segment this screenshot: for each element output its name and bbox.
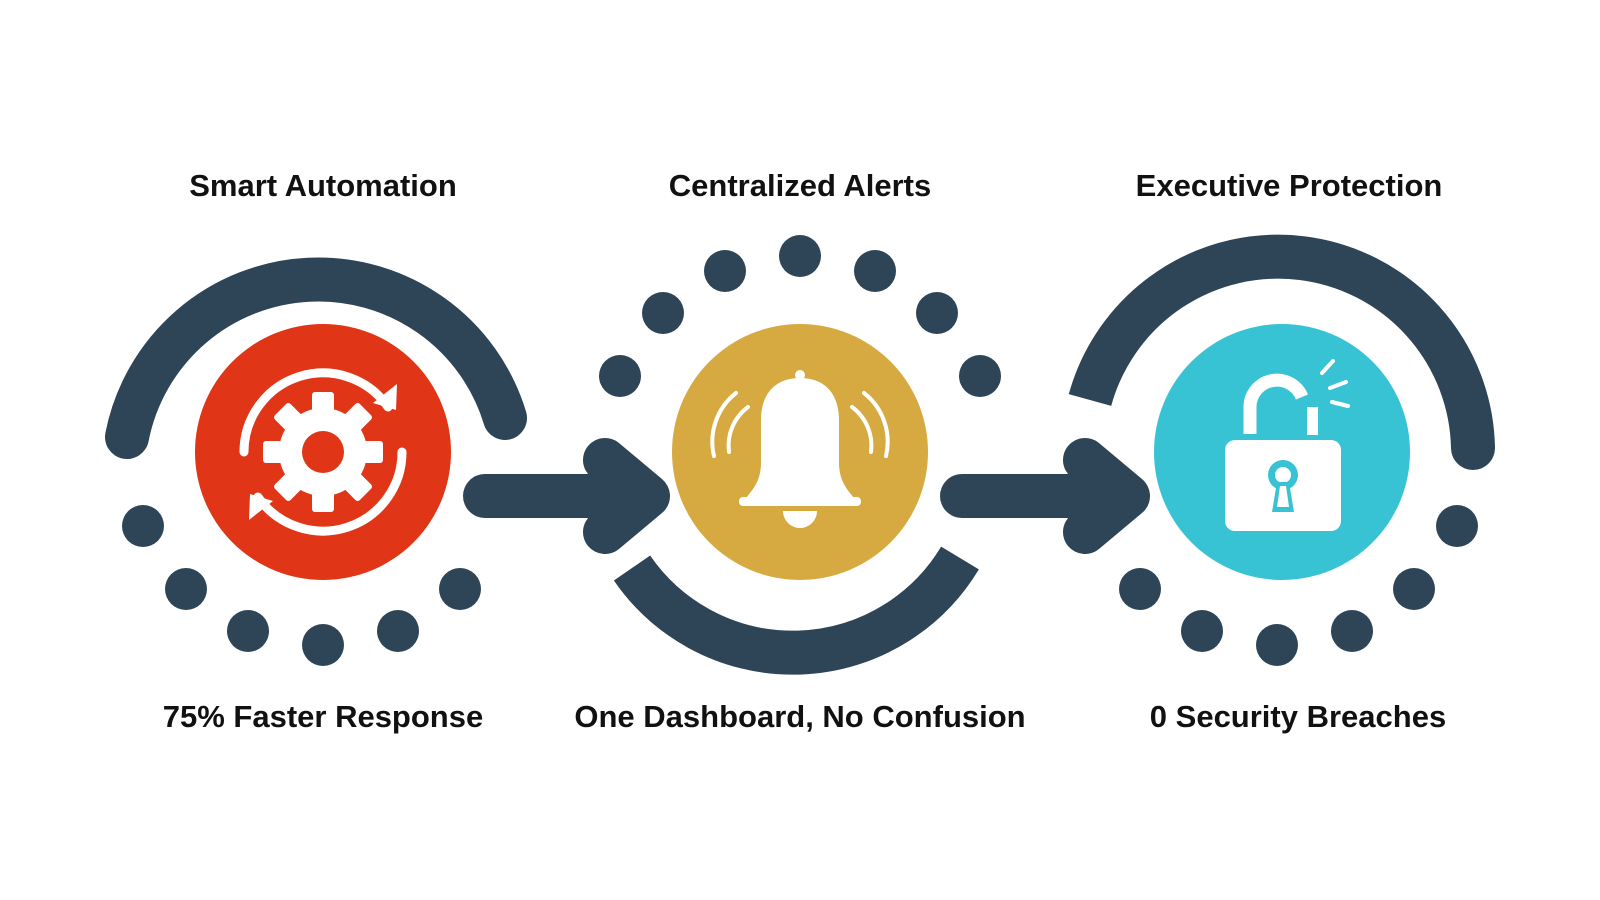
dot — [779, 235, 821, 277]
dot — [599, 355, 641, 397]
dot — [959, 355, 1001, 397]
dot — [1436, 505, 1478, 547]
step-3-caption: 0 Security Breaches — [1149, 699, 1447, 734]
dot — [1256, 624, 1298, 666]
step-2-caption: One Dashboard, No Confusion — [574, 699, 1026, 734]
dot — [1119, 568, 1161, 610]
dot — [1393, 568, 1435, 610]
bell-icon — [710, 370, 890, 528]
step-2-title: Centralized Alerts — [668, 168, 932, 203]
step-3 — [1068, 234, 1495, 666]
dot — [122, 505, 164, 547]
dot — [642, 292, 684, 334]
step-3-arc — [1068, 234, 1495, 449]
step-3-title: Executive Protection — [1135, 168, 1443, 203]
dot — [302, 624, 344, 666]
dot — [704, 250, 746, 292]
step-2 — [599, 235, 1001, 675]
dot — [227, 610, 269, 652]
step-1 — [105, 257, 527, 666]
gear-cycle-icon — [239, 368, 407, 536]
step-2-dots — [599, 235, 1001, 397]
dot — [854, 250, 896, 292]
arrow-head — [1063, 438, 1150, 554]
unlocked-padlock-icon — [1225, 359, 1350, 531]
step-3-dots — [1119, 505, 1478, 666]
dot — [377, 610, 419, 652]
dot — [1181, 610, 1223, 652]
step-1-dots — [122, 505, 481, 666]
step-2-arc — [613, 546, 979, 675]
connector-arrow-2 — [940, 438, 1150, 554]
arrow-head — [583, 438, 670, 554]
dot — [916, 292, 958, 334]
step-1-title: Smart Automation — [189, 168, 457, 203]
connector-arrow-1 — [463, 438, 670, 554]
arc-end-cap — [1451, 426, 1495, 470]
step-1-arc — [105, 257, 527, 459]
dot — [165, 568, 207, 610]
step-1-caption: 75% Faster Response — [162, 699, 484, 734]
dot — [439, 568, 481, 610]
dot — [1331, 610, 1373, 652]
